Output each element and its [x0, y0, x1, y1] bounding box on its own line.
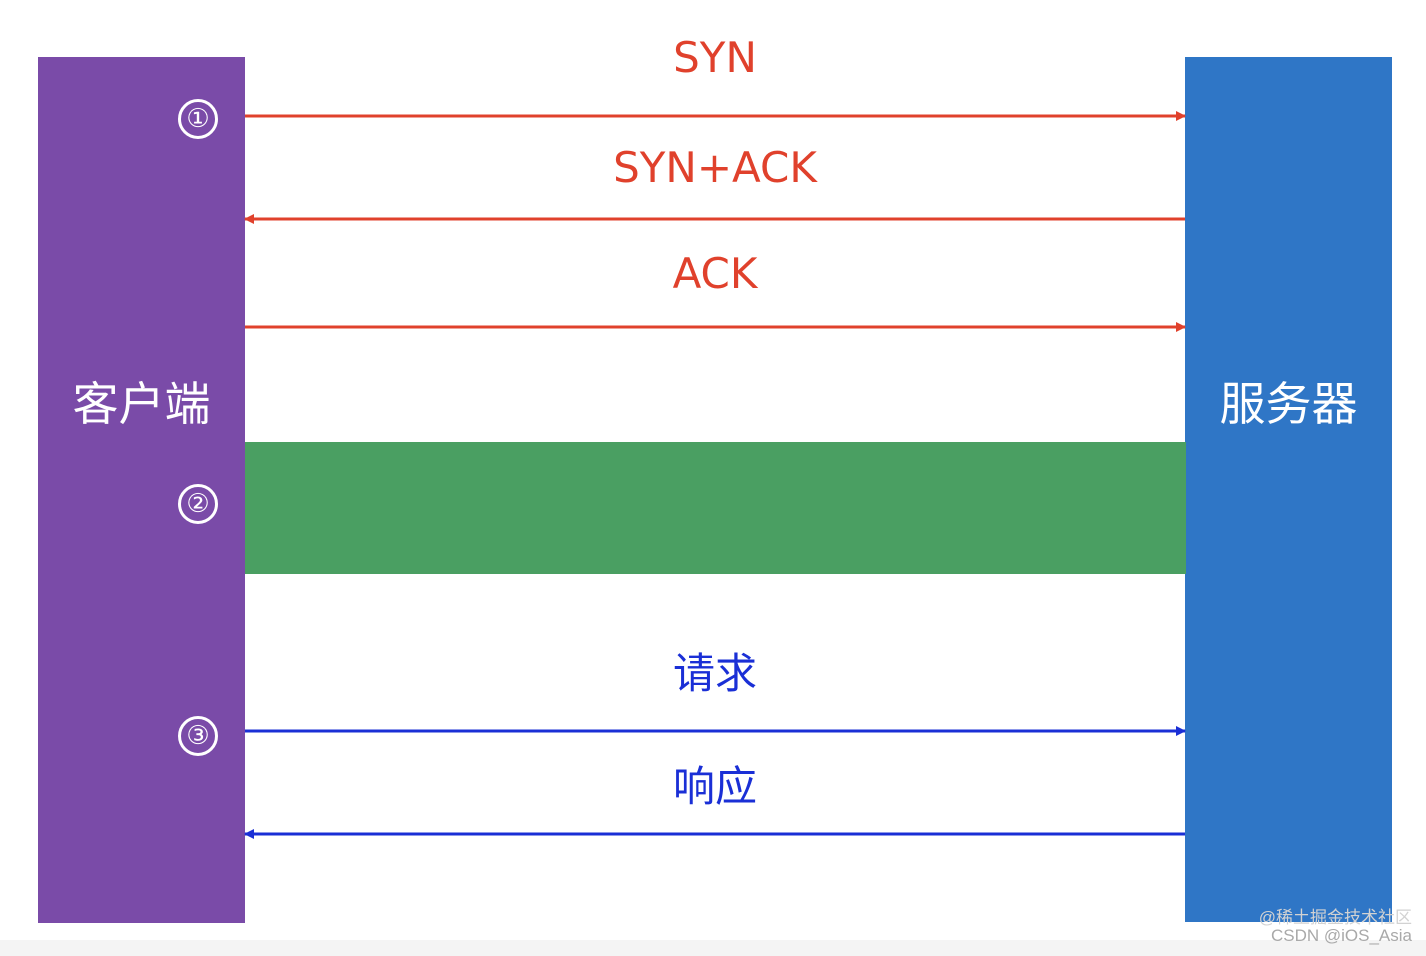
- bottom-strip: [0, 940, 1426, 956]
- syn-label: SYN: [673, 33, 757, 82]
- syn-ack-label: SYN+ACK: [613, 143, 817, 192]
- connection-established-band: [245, 442, 1186, 574]
- server-label: 服务器: [1219, 377, 1358, 431]
- step-2-marker: ②: [178, 484, 218, 524]
- response-label: 响应: [672, 762, 757, 811]
- watermark-juejin: @稀土掘金技术社区: [1258, 908, 1412, 927]
- step-3-marker: ③: [178, 716, 218, 756]
- client-label: 客户端: [72, 377, 211, 431]
- step-1-marker: ①: [178, 99, 218, 139]
- request-label: 请求: [672, 649, 757, 698]
- watermark-csdn: CSDN @iOS_Asia: [1270, 926, 1412, 945]
- ack-label: ACK: [672, 249, 758, 298]
- server-lifeline: 服务器: [1185, 57, 1392, 922]
